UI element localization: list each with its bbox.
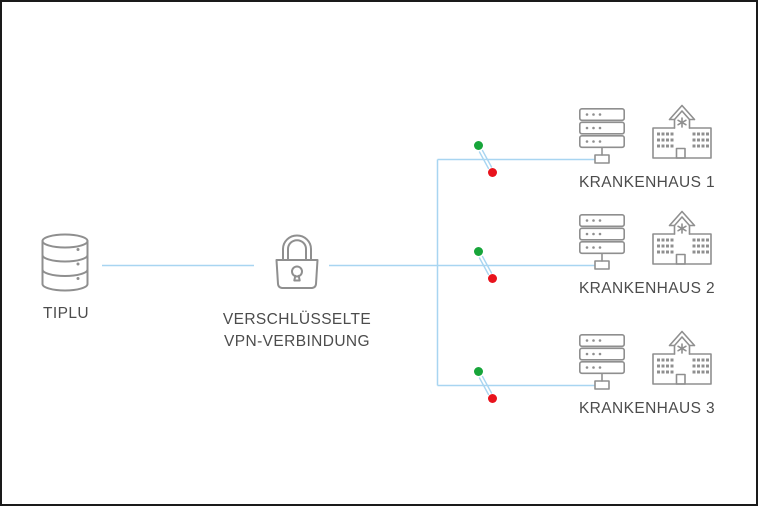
hospital2-server (579, 214, 626, 275)
switch-hospital1 (474, 141, 497, 177)
vpn-node (273, 230, 321, 297)
lock-icon (275, 234, 319, 289)
hospital-building-icon (652, 210, 712, 265)
switch-hospital2 (474, 247, 497, 283)
switch-blade (478, 257, 490, 276)
database-icon (41, 233, 89, 292)
switch-blade (481, 375, 493, 394)
hospital3-label: KRANKENHAUS 3 (578, 400, 716, 417)
hospital3-building (650, 328, 714, 391)
medical-asterisk-icon (677, 117, 687, 128)
switch-off-dot (488, 274, 497, 283)
switch-on-dot (474, 247, 483, 256)
server-leds (585, 113, 602, 143)
hospital3-server (579, 334, 626, 395)
hospital2-building (650, 208, 714, 271)
hospital1-building (650, 102, 714, 165)
hospital-building-icon (652, 104, 712, 159)
switch-hospital3 (474, 367, 497, 403)
switch-off-dot (488, 168, 497, 177)
server-icon (579, 108, 626, 164)
vpn-label-line1: VERSCHLÜSSELTE (222, 311, 372, 328)
tiplu-node (40, 233, 90, 298)
switch-on-dot (474, 141, 483, 150)
switch-blade (481, 149, 493, 168)
hospital1-server (579, 108, 626, 169)
hospital-building-icon (652, 330, 712, 385)
server-icon (579, 334, 626, 390)
hospital-windows (657, 132, 709, 148)
hospital2-label: KRANKENHAUS 2 (578, 280, 716, 297)
hospital-windows (657, 238, 709, 254)
switch-blade (478, 151, 490, 170)
server-icon (579, 214, 626, 270)
hospital-windows (657, 358, 709, 374)
switch-on-dot (474, 367, 483, 376)
hospital1-label: KRANKENHAUS 1 (578, 174, 716, 191)
medical-asterisk-icon (677, 343, 687, 354)
server-leds (585, 339, 602, 369)
server-leds (585, 219, 602, 249)
vpn-label-line2: VPN-VERBINDUNG (224, 333, 370, 350)
vpn-label: VERSCHLÜSSELTE VPN-VERBINDUNG (217, 309, 377, 353)
tiplu-label: TIPLU (43, 305, 89, 322)
switch-blade (478, 377, 490, 396)
medical-asterisk-icon (677, 223, 687, 234)
switch-off-dot (488, 394, 497, 403)
switch-blade (481, 255, 493, 274)
